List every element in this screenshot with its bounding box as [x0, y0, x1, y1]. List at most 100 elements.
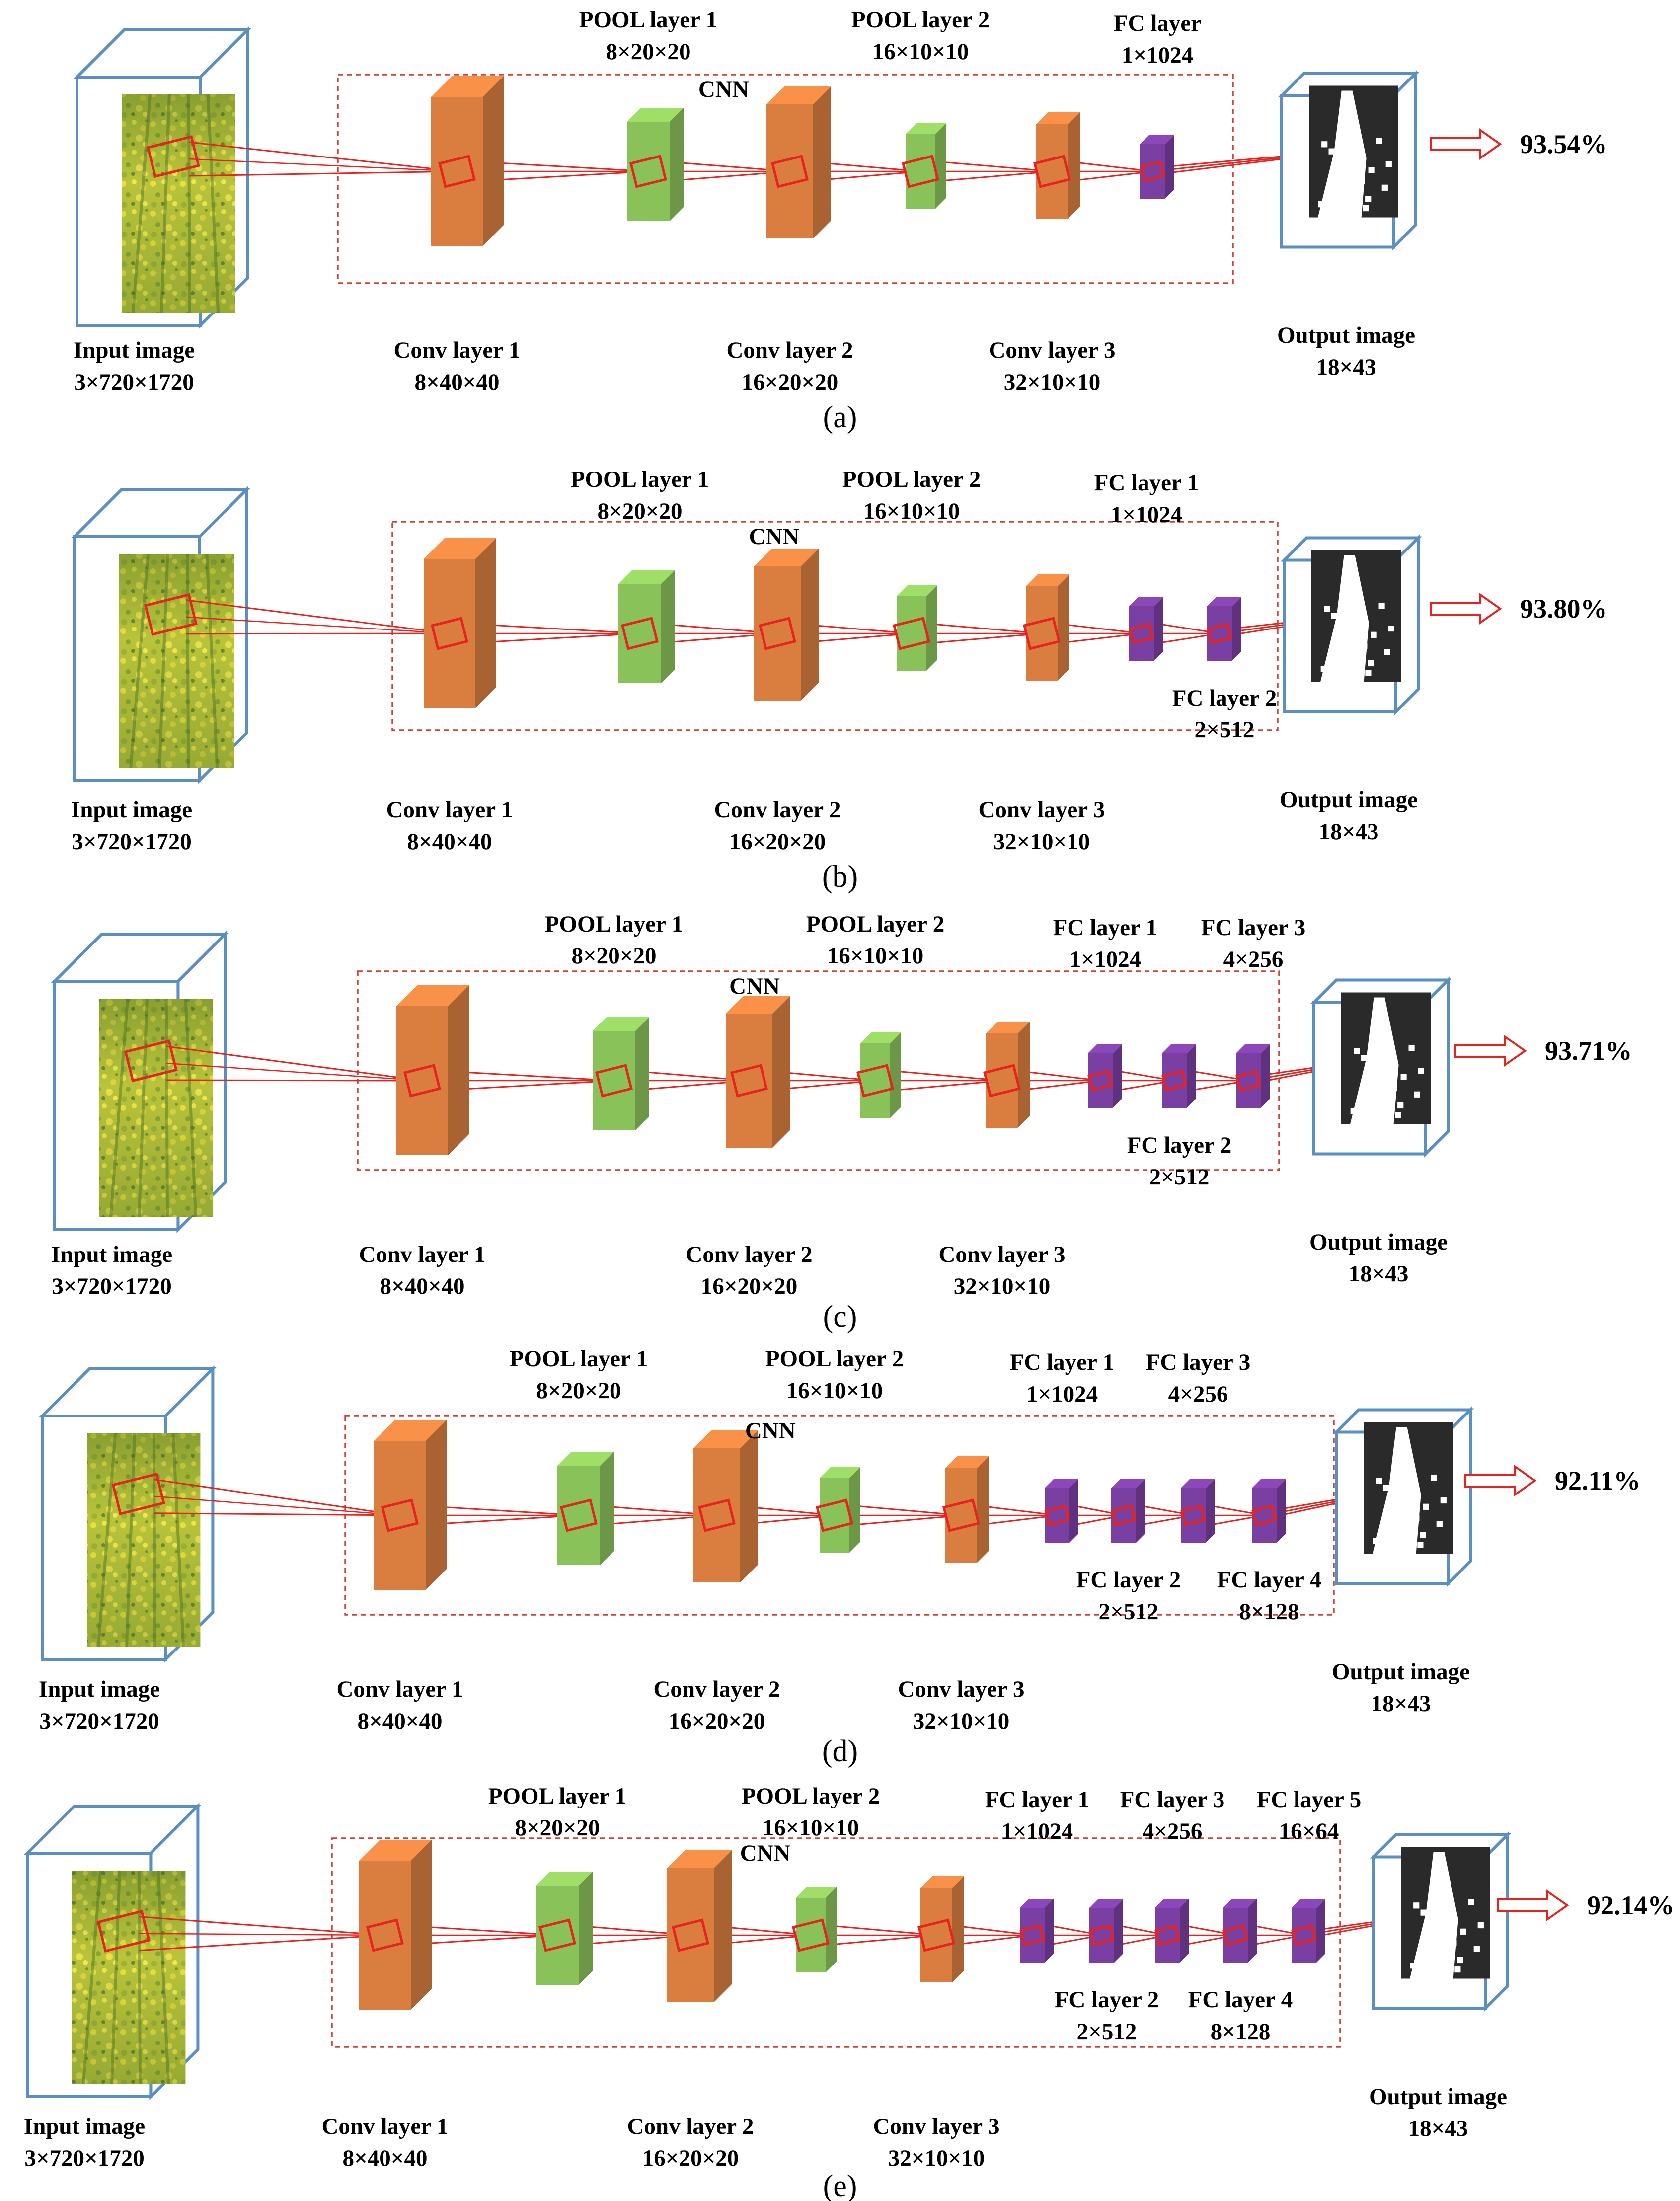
fc-layer-8-label-dims: 4×256 [1143, 1818, 1203, 1844]
input-image-label-title: Input image [51, 1242, 172, 1267]
conv-block-1-top [374, 1420, 447, 1441]
input-image [71, 485, 251, 784]
fc-block-8-kernel [1180, 1504, 1206, 1526]
pool-block-4-side [890, 1032, 901, 1118]
output-image-label-title: Output image [1277, 322, 1415, 348]
output-image-label-dims: 18×43 [1408, 2116, 1468, 2141]
cnn-label: CNN [729, 973, 780, 999]
conv-block-1-top [431, 76, 504, 97]
fc-layer-6-label-dims: 1×1024 [1111, 502, 1182, 528]
conv-block-5-kernel [942, 1498, 980, 1532]
conv-block-3-side [813, 86, 831, 238]
fc-block-8 [1155, 1899, 1189, 1963]
pool-block-4-front [897, 596, 926, 671]
fc-block-6-side [1154, 597, 1163, 661]
conv-block-5-side [977, 1456, 989, 1563]
conv-block-3 [766, 86, 831, 238]
pool-layer-4-label-title: POOL layer 2 [765, 1346, 904, 1372]
conv-layer-1-label-title: Conv layer 1 [386, 797, 513, 823]
fc-layer-6-label-title: FC layer [1114, 10, 1201, 36]
fc-layer-9-label-title: FC layer 4 [1217, 1567, 1322, 1593]
conv-block-5-top [1026, 574, 1069, 586]
conv-layer-3-label-title: Conv layer 2 [653, 1676, 780, 1702]
fc-block-8-kernel [1154, 1924, 1180, 1946]
conv-block-5-top [986, 1022, 1030, 1033]
fc-layer-7-label-title: FC layer 2 [1127, 1132, 1232, 1158]
input-field-photo [122, 94, 235, 314]
fc-block-6-kernel [1019, 1924, 1045, 1946]
fc-layer-9-label-dims: 8×128 [1239, 1599, 1299, 1625]
accuracy-value: 93.71% [1545, 1036, 1632, 1066]
output-image-label-title: Output image [1280, 787, 1418, 813]
fc-block-6-front [1020, 1908, 1045, 1963]
pool-block-4-front [820, 1478, 849, 1553]
conv-layer-3-label-dims: 16×20×20 [742, 369, 839, 395]
conv-block-1-top [359, 1840, 432, 1861]
fc-layer-9-label-title: FC layer 4 [1188, 1987, 1293, 2013]
conv-block-5-side [952, 1876, 964, 1982]
output-image-label-dims: 18×43 [1319, 819, 1379, 845]
pool-layer-4-label-title: POOL layer 2 [842, 467, 981, 492]
fc-block-10-top [1292, 1899, 1325, 1908]
cnn-label: CNN [745, 1418, 796, 1444]
cnn-label: CNN [698, 77, 749, 102]
conv-block-1-side [411, 1840, 432, 2010]
fc-block-7-kernel [1111, 1504, 1137, 1526]
fc-layer-7-label-dims: 2×512 [1099, 1599, 1159, 1625]
pool-block-4-front [860, 1043, 890, 1118]
fc-layer-6-label-title: FC layer 1 [1053, 915, 1158, 941]
conv-block-3-kernel [698, 1498, 736, 1532]
conv-block-1-front [431, 97, 483, 246]
fc-block-9 [1252, 1479, 1286, 1543]
fc-block-7-top [1089, 1899, 1123, 1908]
conv-block-5-top [945, 1456, 989, 1468]
pool-block-2-top [618, 570, 675, 584]
cnn-label: CNN [749, 524, 800, 550]
input-image-label-title: Input image [24, 2114, 145, 2139]
pool-block-4-top [860, 1032, 901, 1043]
conv-block-1-kernel [381, 1498, 419, 1532]
input-field-photo [99, 998, 213, 1218]
conv-block-1-kernel [366, 1918, 404, 1952]
conv-block-5-front [1036, 124, 1068, 219]
pool-block-4 [860, 1032, 901, 1118]
input-image-label-title: Input image [39, 1676, 160, 1702]
pool-layer-2-label-title: POOL layer 1 [545, 911, 684, 937]
output-mask [1401, 1847, 1490, 1979]
accuracy-value: 93.80% [1520, 594, 1607, 624]
output-image [1280, 534, 1422, 715]
fc-layer-9-label-dims: 8×128 [1211, 2019, 1271, 2044]
pool-layer-4-label-dims: 16×10×10 [786, 1378, 883, 1404]
input-image [73, 26, 251, 329]
conv-layer-5-label-dims: 32×10×10 [888, 2145, 985, 2171]
fc-block-8 [1236, 1044, 1270, 1108]
pool-block-4-top [796, 1887, 837, 1898]
fc-layer-9-label: FC layer 4 8×128 [1217, 1567, 1322, 1625]
fc-block-9-top [1223, 1899, 1257, 1908]
fc-block-10-kernel [1291, 1924, 1317, 1946]
fc-layer-10-label-dims: 16×64 [1279, 1818, 1339, 1844]
output-image-label-title: Output image [1309, 1229, 1448, 1255]
conv-block-1-side [448, 985, 469, 1155]
pool-layer-2-label-title: POOL layer 1 [488, 1783, 627, 1809]
fc-block-8-top [1155, 1899, 1189, 1908]
fc-block-6-front [1140, 144, 1165, 199]
fc-block-8-side [1206, 1479, 1215, 1543]
